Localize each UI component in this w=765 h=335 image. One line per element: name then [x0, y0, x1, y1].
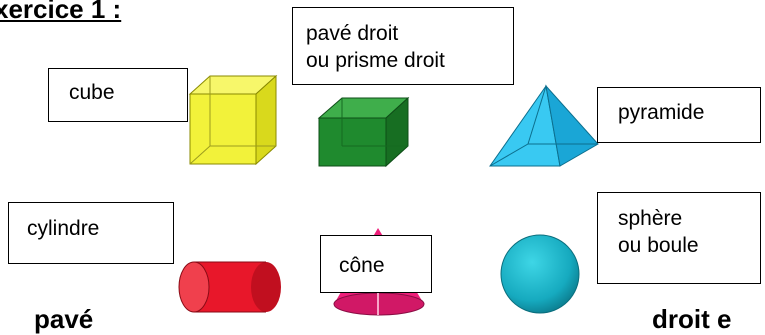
pyramid-icon: [489, 84, 599, 167]
label-cone: cône: [320, 235, 432, 293]
label-pave-line2: ou prisme droit: [306, 49, 445, 72]
bottom-text-left: pavé: [34, 304, 94, 334]
sphere-icon: [500, 234, 580, 314]
label-pyramide-text: pyramide: [618, 101, 705, 124]
label-pyramide: pyramide: [597, 87, 761, 143]
label-cube: cube: [48, 68, 188, 122]
label-pave-line1: pavé droit: [306, 22, 399, 45]
label-cone-text: cône: [339, 254, 385, 277]
exercise-title: xercice 1 :: [0, 0, 122, 24]
label-cube-text: cube: [69, 81, 115, 104]
cylinder-icon: [178, 261, 281, 313]
bottom-text-right: droit e: [652, 304, 732, 334]
label-sphere: sphère ou boule: [597, 192, 761, 284]
label-pave-droit: pavé droit ou prisme droit: [292, 7, 514, 85]
cube-icon: [188, 74, 278, 166]
label-sphere-line1: sphère: [618, 207, 683, 230]
rectangular-prism-icon: [317, 96, 410, 168]
label-cylindre: cylindre: [8, 202, 174, 264]
label-sphere-line2: ou boule: [618, 234, 699, 257]
label-cylindre-text: cylindre: [27, 217, 100, 240]
